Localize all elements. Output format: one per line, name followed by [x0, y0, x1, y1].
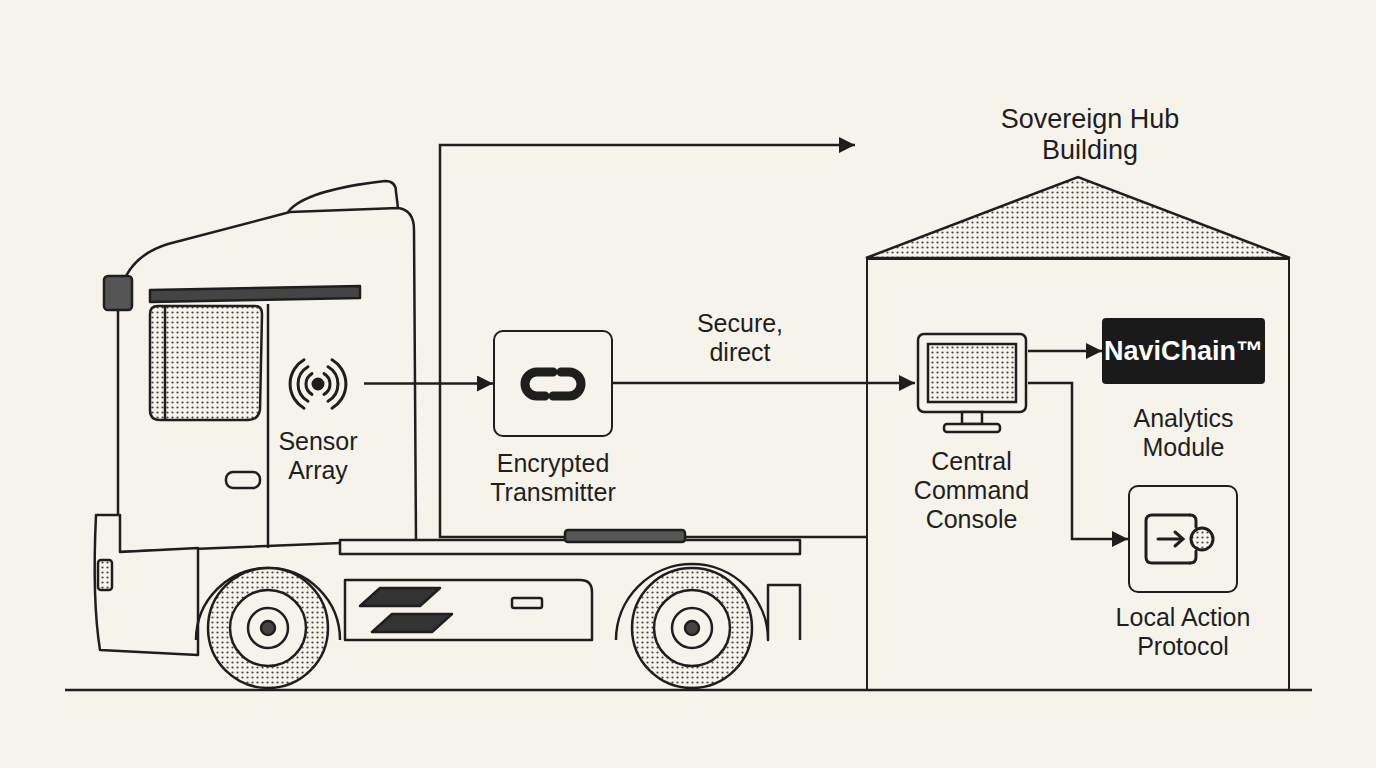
connector-arrow	[1028, 383, 1128, 539]
leader-line	[440, 145, 866, 537]
link-icon	[525, 372, 553, 396]
monitor-stand	[962, 412, 982, 424]
node-label: Sensor Array	[263, 427, 373, 485]
hub-building: Sovereign Hub BuildingCentral Command Co…	[866, 258, 1290, 690]
node-label: NaviChain™	[1104, 336, 1263, 367]
hub-cap	[261, 621, 275, 635]
sensor-wave	[328, 367, 338, 402]
truck-cab	[118, 208, 416, 552]
door-handle	[226, 472, 260, 488]
sensor-wave	[332, 360, 346, 408]
action-arrow	[1158, 538, 1182, 541]
action-icon	[1146, 515, 1190, 563]
monitor-frame	[918, 334, 1026, 412]
headlight	[98, 560, 112, 590]
roof-band	[150, 286, 360, 302]
front-bumper	[95, 515, 198, 655]
sensor-node: Sensor Array	[272, 355, 364, 413]
sensor-wave	[290, 360, 304, 408]
wheel-rim	[654, 590, 730, 666]
skirt-step	[512, 598, 542, 608]
sensor-wave	[306, 374, 312, 395]
sensor-dot	[313, 379, 323, 389]
action-icon	[1190, 515, 1196, 527]
transmitter-box: Encrypted Transmitter	[493, 330, 613, 437]
front-wheel	[208, 568, 328, 688]
console-node: Central Command Console	[915, 335, 1028, 431]
action-icon	[1190, 551, 1196, 563]
connector-arrow	[1028, 350, 1102, 353]
building-roof	[866, 177, 1290, 258]
hub-cap	[685, 621, 699, 635]
wheel-hub	[248, 608, 288, 648]
skirt-stripe	[372, 614, 452, 632]
door-seam	[267, 304, 270, 548]
link-icon	[553, 372, 581, 396]
window-pillar	[164, 306, 167, 420]
edge-label: Secure, direct	[690, 309, 790, 367]
node-label: Encrypted Transmitter	[478, 449, 628, 507]
wheel-hub	[672, 608, 712, 648]
skirt-stripe	[360, 588, 440, 606]
sensor-wave	[298, 367, 308, 402]
analytics-box: NaviChain™Analytics Module	[1102, 318, 1265, 384]
node-label: Sovereign Hub Building	[980, 104, 1200, 166]
node-sublabel: Analytics Module	[1109, 404, 1259, 462]
sensor-wave	[324, 374, 330, 395]
action-box: Local Action Protocol	[1128, 485, 1238, 593]
monitor-base	[944, 424, 1000, 432]
connector-arrow	[613, 382, 915, 385]
fifth-wheel	[565, 530, 685, 542]
cab-window	[150, 306, 262, 420]
action-arrow	[1175, 532, 1183, 546]
connector-arrow	[364, 382, 493, 385]
air-deflector	[288, 181, 398, 212]
wheel-rim	[230, 590, 306, 666]
monitor-screen	[928, 344, 1016, 402]
side-mirror	[104, 276, 132, 310]
action-dot	[1191, 528, 1213, 550]
side-skirt	[345, 580, 592, 640]
node-label: Central Command Console	[907, 447, 1037, 534]
rear-wheel	[632, 568, 752, 688]
node-label: Local Action Protocol	[1098, 603, 1268, 661]
